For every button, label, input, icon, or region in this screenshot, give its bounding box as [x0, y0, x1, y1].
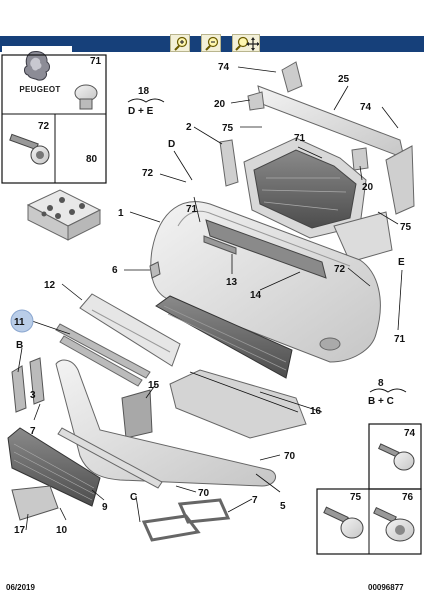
label-74: 74: [360, 102, 372, 113]
label-71: 71: [294, 133, 306, 144]
bolt-74: [378, 443, 415, 471]
group-bracket: [369, 388, 407, 393]
trim-11: [55, 323, 151, 379]
bolt-75: [323, 506, 364, 539]
leader-lines: [17, 66, 403, 531]
zoom-in-button[interactable]: [170, 34, 190, 52]
label-9: 9: [102, 502, 108, 513]
label-74: 74: [218, 62, 230, 73]
zoom-out-button[interactable]: [201, 34, 221, 52]
label-15: 15: [148, 380, 160, 391]
label-20: 20: [214, 99, 226, 110]
label-18: 18: [138, 86, 150, 97]
brand-name: PEUGEOT: [19, 85, 61, 94]
label-8: 8: [378, 378, 384, 389]
clip-assortment-80: [26, 189, 102, 241]
lion-logo-icon: [24, 51, 50, 81]
label-71: 71: [90, 56, 102, 67]
viewer-toolbar: [0, 0, 424, 52]
side-bracket-2: [219, 139, 239, 187]
revision-date: 06/2019: [6, 583, 35, 592]
diagram-reference: 00096877: [368, 583, 404, 592]
label-13: 13: [226, 277, 238, 288]
lower-grille-16: [155, 295, 293, 379]
label-75: 75: [400, 222, 412, 233]
bracket-15: [121, 389, 153, 439]
zoom-in-icon: [174, 36, 188, 51]
callout-highlight[interactable]: [10, 309, 34, 333]
support-bracket-75: [385, 145, 415, 215]
clip-71: [74, 84, 98, 110]
label-70: 70: [198, 488, 210, 499]
label-20: 20: [362, 182, 374, 193]
label-14: 14: [250, 290, 262, 301]
grille-upper: [243, 137, 367, 239]
bracket-20: [247, 91, 265, 111]
zoom-out-icon: [205, 36, 219, 51]
label-2: 2: [186, 122, 192, 133]
zoom-pan-icon: [235, 36, 259, 51]
label-72: 72: [38, 121, 50, 132]
label-D: D: [168, 139, 175, 150]
brand-logo: PEUGEOT: [2, 46, 72, 108]
label-3: 3: [30, 390, 36, 401]
label-76: 76: [402, 492, 414, 503]
bolt-76: [373, 506, 415, 542]
trim-70: [57, 427, 163, 489]
label-7: 7: [252, 495, 258, 506]
label-11: 11: [14, 317, 25, 328]
bracket-20: [351, 147, 369, 171]
label-75: 75: [350, 492, 362, 503]
label-17: 17: [14, 525, 26, 536]
fog-trim-7: [177, 498, 231, 524]
label-71: 71: [186, 204, 198, 215]
label-10: 10: [56, 525, 68, 536]
strip-13: [203, 235, 237, 255]
grille-frame-12: [79, 293, 181, 367]
mesh-grille-10: [7, 427, 101, 507]
fastener-box-72-71: [1, 54, 107, 184]
label-72: 72: [334, 264, 346, 275]
label-71: 71: [394, 334, 406, 345]
beam-25: [257, 61, 405, 159]
label-1: 1: [118, 208, 124, 219]
label-6: 6: [112, 265, 118, 276]
trim-11: [59, 335, 143, 387]
absorber-14: [205, 219, 327, 279]
label-75: 75: [222, 123, 234, 134]
group-bracket: [127, 98, 165, 103]
bolt-72: [9, 133, 50, 165]
headlamp-bracket-75: [333, 211, 393, 263]
label-16: 16: [310, 406, 322, 417]
corner-piece-7: [29, 357, 45, 405]
label-E: E: [398, 257, 405, 268]
label-80: 80: [86, 154, 98, 165]
label-18-sub: D + E: [128, 106, 154, 117]
corner-piece-3: [11, 365, 27, 413]
cover-17: [11, 485, 59, 521]
label-25: 25: [338, 74, 350, 85]
label-5: 5: [280, 501, 286, 512]
label-C: C: [130, 492, 137, 503]
label-8-sub: B + C: [368, 396, 394, 407]
label-74: 74: [404, 428, 416, 439]
label-12: 12: [44, 280, 56, 291]
label-70: 70: [284, 451, 296, 462]
zoom-pan-button[interactable]: [232, 34, 260, 52]
clip-6: [149, 261, 161, 279]
label-B: B: [16, 340, 23, 351]
underbody-shield-16: [169, 369, 307, 439]
label-7: 7: [30, 426, 36, 437]
label-72: 72: [142, 168, 154, 179]
fog-trim-c: [141, 514, 201, 542]
